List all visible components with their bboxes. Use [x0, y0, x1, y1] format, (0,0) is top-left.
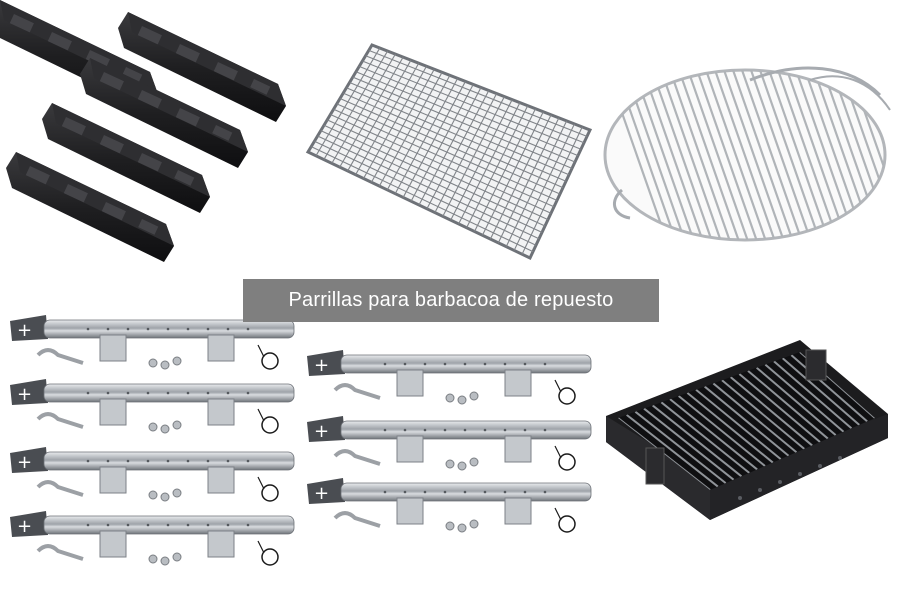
- grate-wire: [769, 70, 843, 240]
- grate-wire: [778, 70, 852, 240]
- grate-wire: [733, 70, 807, 240]
- charcoal-tray-icon: [606, 340, 888, 520]
- round-grate-icon: [603, 50, 900, 250]
- grate-wire: [346, 87, 567, 182]
- grate-wire: [661, 70, 735, 240]
- grate-wire: [678, 395, 766, 467]
- burner-kit-icon: [305, 350, 593, 534]
- burner-kit-set-large: +: [8, 315, 300, 585]
- grate-wire: [724, 70, 798, 240]
- grate-wire: [349, 81, 570, 176]
- grate-wire: [686, 392, 774, 464]
- grate-wire: [323, 124, 546, 227]
- grate-wire: [888, 50, 900, 250]
- grate-wire: [790, 354, 868, 423]
- grate-wire: [358, 65, 579, 157]
- grate-wire: [365, 55, 585, 144]
- grate-wire: [310, 146, 534, 253]
- grate-wire: [634, 410, 727, 484]
- grate-wire: [738, 373, 821, 443]
- charcoal-tray: [600, 330, 900, 600]
- grate-wire: [317, 135, 540, 240]
- grate-wire: [756, 366, 837, 436]
- heat-plate-set: [0, 0, 300, 300]
- mesh-grate-icon: /* lines generated below */: [305, 43, 593, 261]
- grate-wire: [760, 70, 834, 240]
- heat-plate-icon: [0, 0, 286, 262]
- grate-wire: [782, 357, 860, 426]
- grate-wire: [333, 108, 555, 208]
- grate-wire: [355, 71, 576, 163]
- caption-banner: Parrillas para barbacoa de repuesto: [243, 279, 659, 322]
- grate-wire: [330, 114, 552, 214]
- grate-wire: [697, 70, 771, 240]
- grate-wire: [751, 70, 825, 240]
- grate-wire: [742, 70, 816, 240]
- grate-wire: [314, 140, 537, 246]
- grate-wire: [721, 379, 805, 450]
- grate-wire: [670, 70, 744, 240]
- grate-wire: [626, 414, 719, 488]
- grate-wire: [326, 119, 549, 221]
- grate-wire: [730, 376, 813, 447]
- burner-kit-set-small: [305, 350, 597, 550]
- grate-wire: [679, 70, 753, 240]
- grate-wire: [695, 388, 782, 460]
- round-cooking-grate: [600, 40, 900, 250]
- grate-wire: [764, 363, 845, 433]
- burner-kit-icon: +: [8, 315, 296, 567]
- grate-wire: [320, 130, 543, 233]
- grate-wire: [669, 398, 758, 471]
- grate-wire: [715, 70, 789, 240]
- grate-wire: [706, 70, 780, 240]
- grate-wire: [652, 404, 743, 478]
- grate-wire: [660, 401, 750, 474]
- grate-wire: [712, 382, 798, 454]
- grate-wire: [747, 370, 829, 440]
- grate-wire: [688, 70, 762, 240]
- grate-wire: [336, 103, 558, 201]
- grate-wire: [339, 97, 561, 195]
- grate-wire: [368, 49, 588, 137]
- mesh-grate: /* lines generated below */: [300, 0, 600, 280]
- grate-wire: [704, 385, 790, 457]
- grate-wire: [352, 76, 573, 169]
- grate-wire: [773, 360, 853, 430]
- grate-wire: [362, 60, 582, 150]
- grate-wire: [643, 407, 735, 481]
- grate-wire: [342, 92, 564, 189]
